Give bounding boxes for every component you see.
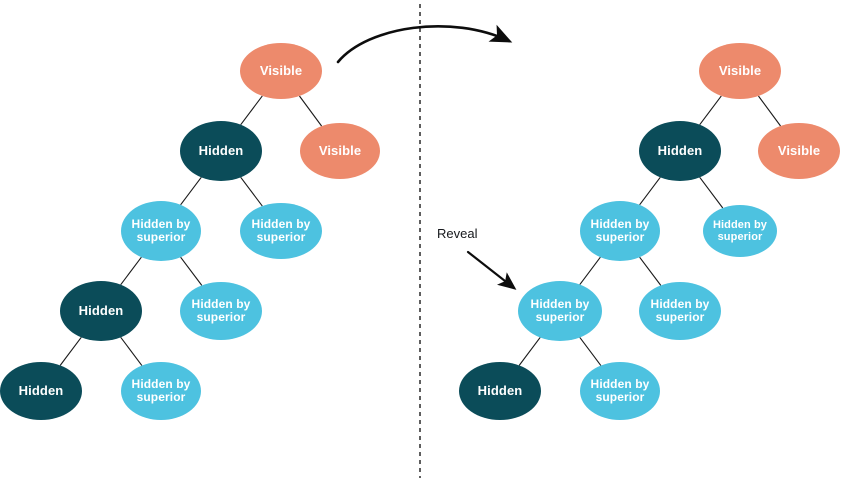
tree-node-hidden[interactable]: Hidden <box>180 121 262 181</box>
tree-node-visible[interactable]: Visible <box>300 123 380 179</box>
tree-node-label: Hidden by superior <box>251 216 311 244</box>
tree-node-label: Hidden by superior <box>191 296 251 324</box>
tree-node-label: Hidden <box>18 382 64 398</box>
tree-node-hidden[interactable]: Hidden <box>60 281 142 341</box>
tree-node-visible[interactable]: Visible <box>699 43 781 99</box>
reveal-label: Reveal <box>437 226 478 241</box>
tree-node-label: Hidden by superior <box>530 296 590 324</box>
tree-node-label: Hidden by superior <box>650 296 710 324</box>
tree-node-label: Hidden <box>78 302 124 318</box>
tree-node-visible[interactable]: Visible <box>240 43 322 99</box>
tree-node-label: Hidden by superior <box>590 216 650 244</box>
tree-node-hidden[interactable]: Hidden <box>639 121 721 181</box>
tree-node-label: Hidden by superior <box>590 376 650 404</box>
tree-node-hidden-by-superior[interactable]: Hidden by superior <box>121 362 201 420</box>
tree-node-label: Hidden by superior <box>131 376 191 404</box>
tree-node-hidden-by-superior[interactable]: Hidden by superior <box>639 282 721 340</box>
tree-node-label: Hidden <box>477 382 523 398</box>
tree-node-label: Hidden <box>657 142 703 158</box>
tree-node-label: Hidden by superior <box>131 216 191 244</box>
tree-node-hidden[interactable]: Hidden <box>0 362 82 420</box>
tree-node-hidden-by-superior[interactable]: Hidden by superior <box>518 281 602 341</box>
tree-node-hidden-by-superior[interactable]: Hidden by superior <box>121 201 201 261</box>
tree-node-hidden[interactable]: Hidden <box>459 362 541 420</box>
tree-node-label: Visible <box>259 62 303 78</box>
tree-node-label: Hidden by superior <box>712 218 768 243</box>
tree-node-visible[interactable]: Visible <box>758 123 840 179</box>
tree-node-hidden-by-superior[interactable]: Hidden by superior <box>580 201 660 261</box>
tree-node-label: Hidden <box>198 142 244 158</box>
tree-node-label: Visible <box>777 142 821 158</box>
tree-node-hidden-by-superior[interactable]: Hidden by superior <box>240 203 322 259</box>
tree-node-hidden-by-superior[interactable]: Hidden by superior <box>180 282 262 340</box>
tree-node-label: Visible <box>718 62 762 78</box>
tree-node-hidden-by-superior[interactable]: Hidden by superior <box>703 205 777 257</box>
tree-node-hidden-by-superior[interactable]: Hidden by superior <box>580 362 660 420</box>
tree-node-label: Visible <box>318 142 362 158</box>
